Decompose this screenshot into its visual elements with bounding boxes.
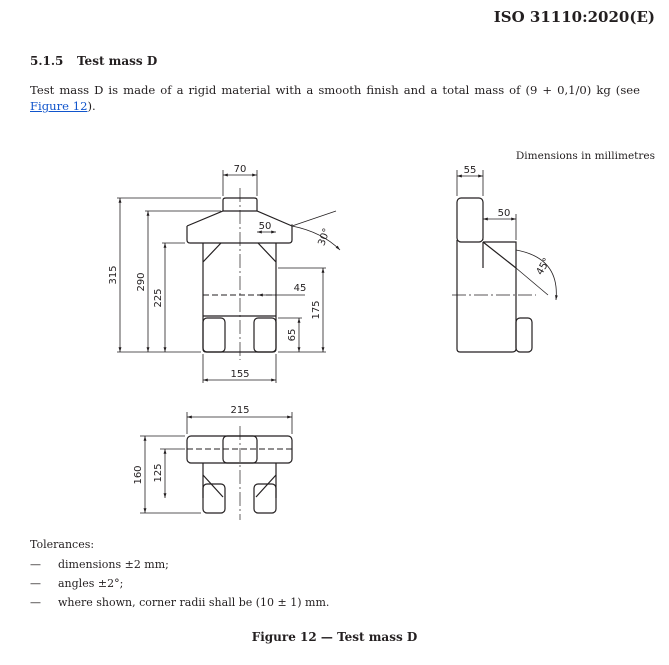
- list-item: — dimensions ±2 mm;: [30, 558, 329, 577]
- section-number: 5.1.5: [30, 54, 64, 68]
- tolerance-text: dimensions ±2 mm;: [58, 558, 169, 571]
- dim-mid-height: 175: [311, 300, 322, 319]
- dim-side-step: 50: [498, 208, 511, 219]
- list-dash: —: [30, 577, 41, 590]
- dimension-labels: 70 50 30° 315 290 225 175 45 65 155 55 5…: [108, 164, 553, 485]
- standard-id: ISO 31110:2020(E): [493, 8, 655, 26]
- dim-top-width: 70: [234, 164, 247, 175]
- dim-top-view-depth: 160: [133, 465, 144, 484]
- list-item: — where shown, corner radii shall be (10 …: [30, 596, 329, 615]
- section-title: Test mass D: [77, 54, 158, 68]
- dim-total-height: 315: [108, 265, 119, 284]
- dim-top-view-width: 215: [230, 405, 249, 416]
- dimensions-note: Dimensions in millimetres: [515, 150, 655, 162]
- dim-overhang: 50: [259, 221, 272, 232]
- dim-body-width: 155: [230, 369, 249, 380]
- front-view-dimensions: [117, 170, 341, 383]
- dim-side-angle: 45°: [535, 256, 553, 277]
- intro-text: Test mass D is made of a rigid material …: [30, 83, 640, 97]
- tolerance-text: angles ±2°;: [58, 577, 124, 590]
- front-view: [186, 188, 293, 360]
- dim-body-top-height: 290: [136, 272, 147, 291]
- figure-12-link[interactable]: Figure 12: [30, 99, 88, 113]
- top-view-dimensions: [140, 412, 293, 514]
- test-mass-d-drawing: 70 50 30° 315 290 225 175 45 65 155 55 5…: [108, 164, 558, 520]
- list-dash: —: [30, 596, 41, 609]
- dim-body-height: 225: [153, 288, 164, 307]
- list-item: — angles ±2°;: [30, 577, 329, 596]
- dim-top-view-inner-depth: 125: [153, 463, 164, 482]
- section-intro: Test mass D is made of a rigid material …: [30, 82, 640, 114]
- dim-side-top-width: 55: [464, 165, 477, 176]
- figure-caption: Figure 12 — Test mass D: [251, 630, 418, 644]
- dim-foot-height: 65: [287, 329, 298, 342]
- tolerance-text: where shown, corner radii shall be (10 ±…: [58, 596, 330, 609]
- side-view: [452, 197, 536, 353]
- dim-chamfer-angle: 30°: [316, 227, 332, 247]
- side-view-dimensions: [456, 170, 558, 301]
- list-dash: —: [30, 558, 41, 571]
- intro-text-end: ).: [87, 99, 96, 113]
- tolerances-list: — dimensions ±2 mm; — angles ±2°; — where s…: [30, 558, 329, 615]
- dim-offset: 45: [294, 283, 307, 294]
- tolerances-heading: Tolerances:: [30, 538, 95, 551]
- top-view: [186, 426, 293, 520]
